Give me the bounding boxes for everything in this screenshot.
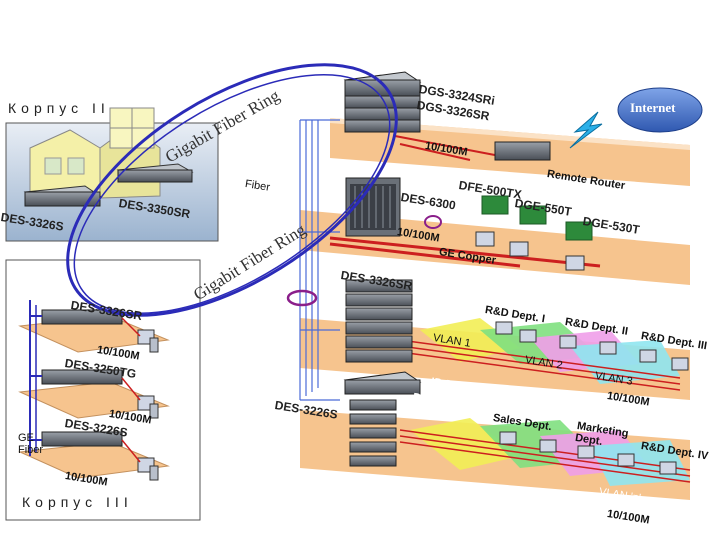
remote-router [494,141,551,161]
dge550t-card [519,205,547,225]
fiber-ring-outer [66,63,398,317]
server-farm-stack [345,279,413,363]
korpus3-building [5,259,201,521]
ge-fiber-label: GE Fiber [18,432,44,456]
dge530t-card [565,221,593,241]
fiber-ring-inner [73,74,391,314]
vlan1-zone [420,318,520,362]
korpus2-label: Корпус II [8,100,110,116]
internet-label: Internet [630,100,676,115]
lightning-icon [569,111,603,149]
dfe500tx-card [481,195,509,215]
internet-cloud [617,87,703,133]
korpus3-label: Корпус III [22,494,133,510]
